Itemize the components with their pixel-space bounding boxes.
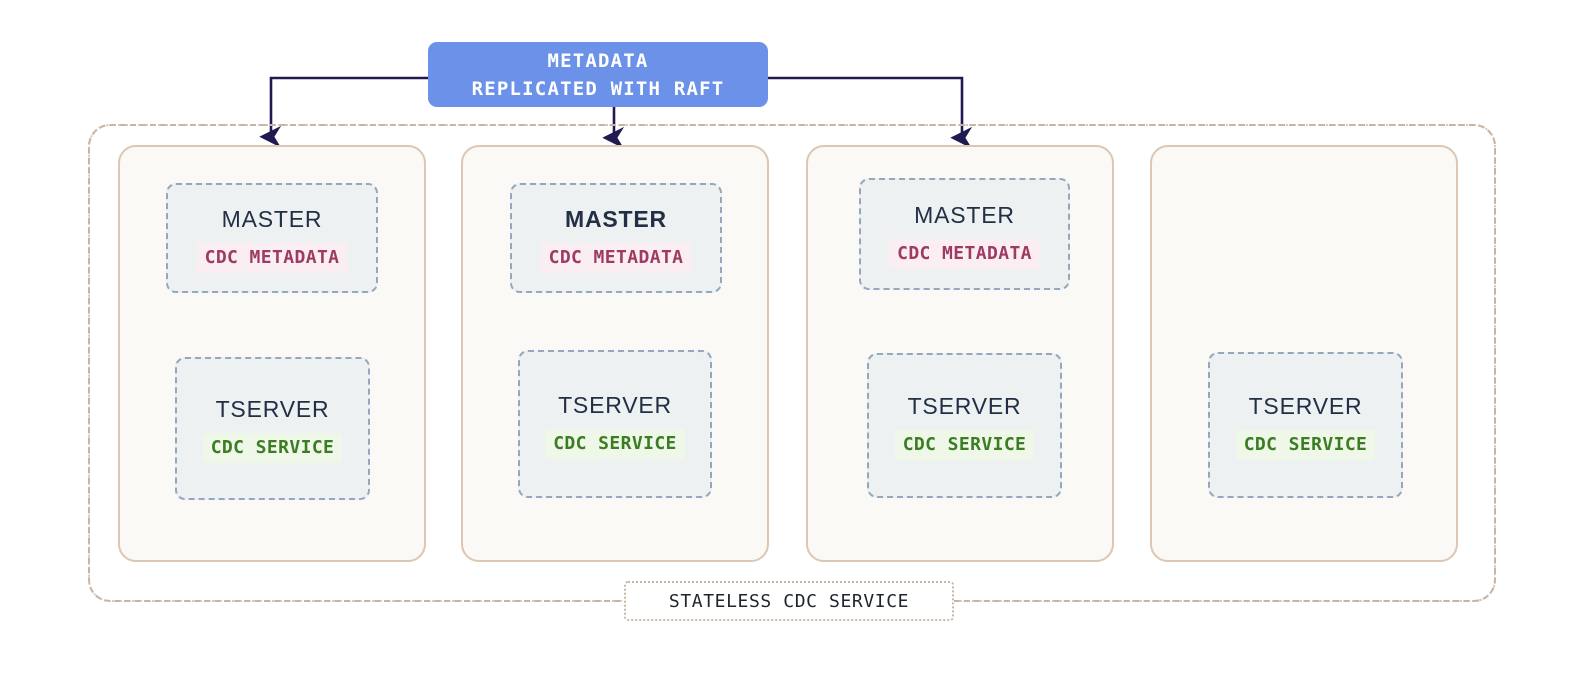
- node-1-tserver-title: TSERVER: [215, 396, 330, 422]
- node-2-tserver-box[interactable]: TSERVER CDC SERVICE: [518, 350, 712, 498]
- node-4-tserver-box[interactable]: TSERVER CDC SERVICE: [1208, 352, 1403, 498]
- node-4-cdc-service-tag: CDC SERVICE: [1235, 429, 1376, 460]
- node-1-cdc-service-tag: CDC SERVICE: [202, 433, 343, 463]
- node-1-cdc-metadata-tag: CDC METADATA: [196, 242, 348, 273]
- node-3-tserver-title: TSERVER: [907, 393, 1022, 419]
- cluster-label-text: STATELESS CDC SERVICE: [668, 590, 910, 612]
- node-4-tserver-title: TSERVER: [1248, 392, 1363, 419]
- metadata-title-line-1: METADATA: [547, 49, 649, 72]
- node-1-master-box[interactable]: MASTER CDC METADATA: [166, 183, 378, 293]
- node-2-master-box[interactable]: MASTER CDC METADATA: [510, 183, 722, 293]
- node-3-tserver-box[interactable]: TSERVER CDC SERVICE: [867, 353, 1062, 498]
- node-2-cdc-service-tag: CDC SERVICE: [545, 428, 685, 459]
- node-1-tserver-box[interactable]: TSERVER CDC SERVICE: [175, 357, 370, 500]
- node-3-cdc-service-tag: CDC SERVICE: [894, 430, 1035, 460]
- node-3-master-box[interactable]: MASTER CDC METADATA: [859, 178, 1070, 290]
- node-3-cdc-metadata-tag: CDC METADATA: [889, 238, 1040, 269]
- metadata-title-line-2: REPLICATED WITH RAFT: [471, 77, 725, 100]
- node-1-master-title: MASTER: [221, 205, 323, 232]
- node-2-tserver-title: TSERVER: [558, 391, 672, 418]
- cluster-label: STATELESS CDC SERVICE: [624, 581, 954, 621]
- node-3-master-title: MASTER: [914, 201, 1015, 228]
- node-2-cdc-metadata-tag: CDC METADATA: [540, 242, 692, 273]
- metadata-raft-box[interactable]: METADATA REPLICATED WITH RAFT: [428, 42, 768, 107]
- node-2-master-title: MASTER: [565, 205, 667, 232]
